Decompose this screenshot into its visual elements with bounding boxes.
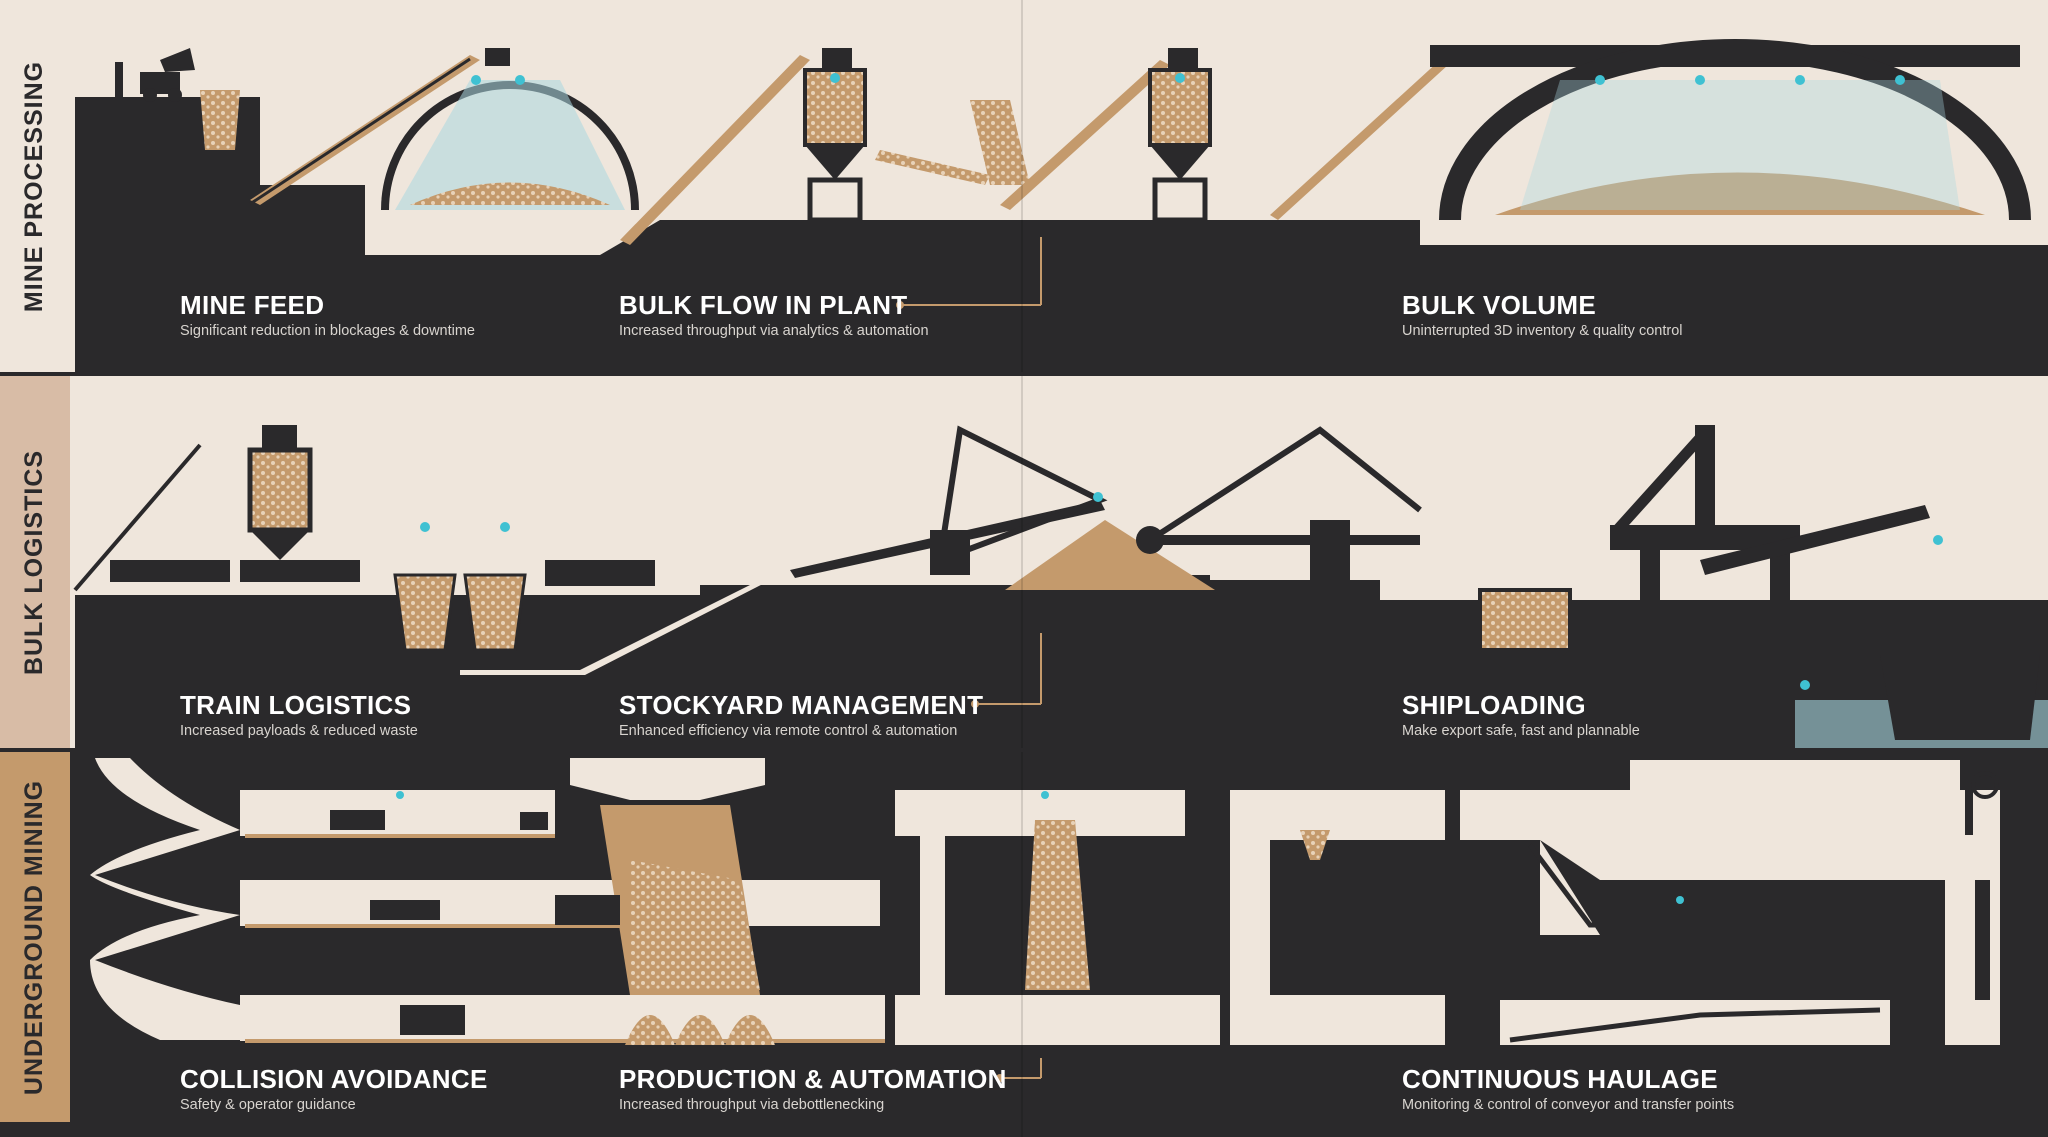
label-subtitle: Make export safe, fast and plannable	[1402, 723, 1640, 739]
section-tab-label: UNDERGROUND MINING	[20, 779, 49, 1095]
bulk-logistics-scene	[70, 376, 2048, 748]
loader-icon	[330, 810, 548, 1035]
label-title: CONTINUOUS HAULAGE	[1402, 1064, 1718, 1094]
sensor-markers	[396, 73, 1943, 904]
label-subtitle: Increased throughput via analytics & aut…	[619, 323, 929, 339]
section-tab-label: MINE PROCESSING	[20, 60, 49, 312]
label-title: STOCKYARD MANAGEMENT	[619, 690, 984, 720]
label-subtitle: Increased payloads & reduced waste	[180, 723, 418, 739]
label-subtitle: Significant reduction in blockages & dow…	[180, 323, 475, 339]
reclaimer-icon	[1136, 426, 1422, 580]
stockpile-dome-icon	[381, 48, 639, 211]
label-title: PRODUCTION & AUTOMATION	[619, 1064, 1007, 1094]
section-tab-underground-mining: UNDERGROUND MINING	[0, 752, 70, 1122]
bulk-volume-shed-icon	[1430, 39, 2031, 237]
plant-bin-icon	[803, 48, 867, 223]
label-title: BULK VOLUME	[1402, 290, 1596, 320]
label-bulk-volume: BULK VOLUME Uninterrupted 3D inventory &…	[1402, 290, 1682, 341]
label-title: BULK FLOW IN PLANT	[619, 290, 908, 320]
label-shiploading: SHIPLOADING Make export safe, fast and p…	[1402, 690, 1640, 741]
label-production-automation: PRODUCTION & AUTOMATION Increased throug…	[619, 1064, 1007, 1115]
label-title: SHIPLOADING	[1402, 690, 1586, 720]
section-tab-bulk-logistics: BULK LOGISTICS	[0, 376, 70, 748]
label-continuous-haulage: CONTINUOUS HAULAGE Monitoring & control …	[1402, 1064, 1734, 1115]
label-mine-feed: MINE FEED Significant reduction in block…	[180, 290, 475, 341]
train-icon	[110, 560, 655, 586]
dump-pockets-icon	[393, 573, 527, 652]
label-title: TRAIN LOGISTICS	[180, 690, 412, 720]
label-title: MINE FEED	[180, 290, 325, 320]
label-title: COLLISION AVOIDANCE	[180, 1064, 488, 1094]
headframe-icon	[1965, 771, 1999, 1000]
label-subtitle: Monitoring & control of conveyor and tra…	[1402, 1097, 1735, 1113]
underground-mining-scene	[70, 752, 2048, 1122]
ship-icon	[1880, 615, 2040, 740]
label-bulk-flow-in-plant: BULK FLOW IN PLANT Increased throughput …	[619, 290, 929, 341]
mine-processing-scene	[70, 0, 2048, 372]
label-subtitle: Safety & operator guidance	[180, 1097, 356, 1113]
tunnel-level-3	[240, 995, 885, 1041]
label-subtitle: Uninterrupted 3D inventory & quality con…	[1402, 323, 1683, 339]
mine-feed-truck-icon	[115, 48, 195, 102]
label-subtitle: Increased throughput via debottlenecking	[619, 1097, 885, 1113]
label-collision-avoidance: COLLISION AVOIDANCE Safety & operator gu…	[180, 1064, 488, 1115]
shiploader-icon	[1610, 425, 1930, 680]
shiploading-bins-icon	[1478, 588, 1572, 670]
train-loadout-silo-icon	[247, 425, 313, 560]
block-cave-icon	[570, 758, 775, 1045]
section-tab-mine-processing: MINE PROCESSING	[0, 0, 70, 372]
section-tab-label: BULK LOGISTICS	[20, 449, 49, 675]
label-stockyard-management: STOCKYARD MANAGEMENT Enhanced efficiency…	[619, 690, 983, 741]
production-tunnel	[895, 790, 1220, 1045]
stacker-reclaimer-icon	[790, 425, 1108, 578]
label-train-logistics: TRAIN LOGISTICS Increased payloads & red…	[180, 690, 418, 741]
label-subtitle: Enhanced efficiency via remote control &…	[619, 723, 958, 739]
